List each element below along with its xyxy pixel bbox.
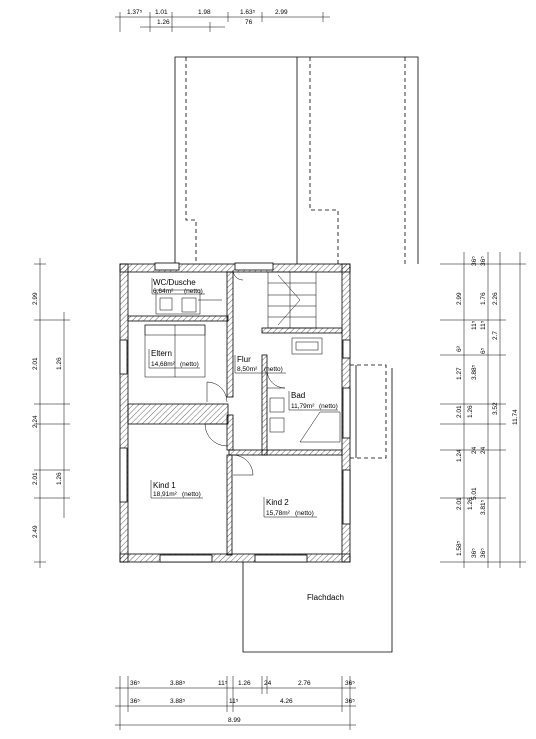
left-dim-5: 2.01 bbox=[32, 472, 39, 485]
right-dim-15: 36⁵ bbox=[471, 548, 478, 558]
bottom-dim-5: 24 bbox=[264, 680, 272, 687]
right-dim-5: 1.26 bbox=[467, 405, 474, 418]
right-dim-20: 24 bbox=[480, 446, 487, 454]
right-dim-12: 3.88⁵ bbox=[471, 364, 478, 380]
room-flur-area: 8,50m² bbox=[237, 366, 258, 373]
left-dim-3: 1.26 bbox=[56, 357, 63, 370]
bottom-dim-8: 36⁵ bbox=[130, 698, 140, 705]
room-eltern-name: Eltern bbox=[151, 349, 172, 358]
bad-fixtures bbox=[269, 337, 341, 443]
door-swings bbox=[204, 269, 286, 476]
room-wc-note: (netto) bbox=[184, 288, 203, 295]
bottom-dim-12: 36⁵ bbox=[345, 698, 355, 705]
right-dim-23: 2.26 bbox=[492, 292, 499, 305]
room-kind1-note: (netto) bbox=[182, 491, 201, 498]
bottom-dim-total: 8.99 bbox=[228, 717, 241, 724]
bottom-dim-2: 3.88⁵ bbox=[170, 680, 186, 687]
bottom-dimension-chain: 36⁵ 3.88⁵ 11⁵ 1.26 24 2.76 36⁵ 36⁵ 3.88⁵… bbox=[115, 676, 356, 730]
right-dim-6: 1.24 bbox=[456, 449, 463, 462]
bottom-dim-10: 11⁵ bbox=[229, 698, 239, 705]
room-bad-note: (netto) bbox=[319, 403, 338, 410]
right-dimension-chain: 2.99 1.27 6³ 2.01 1.26 1.24 2.01 1.26 1.… bbox=[440, 252, 526, 568]
left-dim-2: 2.01 bbox=[32, 357, 39, 370]
top-dim-3: 1.98 bbox=[198, 9, 211, 16]
right-dim-13: 24 bbox=[471, 446, 478, 454]
bottom-dim-4: 1.26 bbox=[238, 680, 251, 687]
bottom-dim-1: 36⁵ bbox=[130, 680, 140, 687]
top-dim-4: 1.63⁵ bbox=[240, 9, 256, 16]
room-kind2-note: (netto) bbox=[295, 510, 314, 517]
right-dim-19: 6⁵ bbox=[480, 347, 487, 354]
bottom-dim-11: 4.26 bbox=[280, 698, 293, 705]
left-dim-7: 2.49 bbox=[32, 525, 39, 538]
top-dim-6: 1.26 bbox=[157, 19, 170, 26]
left-dim-1: 2.99 bbox=[32, 292, 39, 305]
right-dim-8: 1.26 bbox=[467, 497, 474, 510]
flachdach-label: Flachdach bbox=[307, 593, 344, 602]
right-dim-10: 36⁵ bbox=[471, 256, 478, 266]
balcony bbox=[350, 364, 387, 459]
flat-roof: Flachdach bbox=[242, 368, 393, 653]
right-dim-9: 1.58⁵ bbox=[456, 540, 463, 556]
right-dim-25: 3.52 bbox=[492, 402, 499, 415]
room-flur-name: Flur bbox=[237, 355, 251, 364]
left-dim-6: 1.26 bbox=[56, 472, 63, 485]
room-bad-area: 11,79m² bbox=[291, 403, 315, 410]
right-dim-16: 36⁵ bbox=[480, 256, 487, 266]
room-kind2-name: Kind 2 bbox=[266, 498, 289, 507]
room-bad-name: Bad bbox=[291, 391, 305, 400]
left-dim-4: 2.24 bbox=[32, 415, 39, 428]
windows bbox=[119, 262, 351, 563]
room-kind2-area: 15,78m² bbox=[266, 510, 291, 517]
right-dim-14: 5.01 bbox=[471, 487, 478, 500]
room-labels: WC/Dusche 6,64m² (netto) Eltern 14,68m² … bbox=[148, 278, 338, 518]
top-dim-1: 1.37⁵ bbox=[127, 9, 143, 16]
right-dim-1: 2.99 bbox=[456, 292, 463, 305]
roof-outline bbox=[174, 56, 419, 264]
room-wc-area: 6,64m² bbox=[153, 288, 174, 295]
right-dim-4: 2.01 bbox=[456, 405, 463, 418]
wc-fixtures bbox=[155, 289, 222, 315]
top-dim-2: 1.01 bbox=[155, 9, 168, 16]
bed-eltern bbox=[144, 324, 206, 378]
left-dimension-chain: 2.99 2.01 1.26 2.24 2.01 1.26 2.49 bbox=[32, 258, 70, 568]
right-dim-7: 2.01 bbox=[456, 497, 463, 510]
right-dim-24: 2.7 bbox=[492, 331, 499, 340]
room-kind1-area: 18,91m² bbox=[153, 491, 178, 498]
stair bbox=[267, 271, 317, 329]
top-dim-5: 2.99 bbox=[275, 9, 288, 16]
top-dim-7: 76 bbox=[245, 19, 253, 26]
room-wc-name: WC/Dusche bbox=[153, 278, 196, 287]
top-dimension-chain: 1.37⁵ 1.01 1.98 1.63⁵ 2.99 1.26 76 bbox=[115, 9, 330, 32]
right-dim-3: 6³ bbox=[456, 345, 463, 352]
room-kind1-name: Kind 1 bbox=[153, 481, 176, 490]
bottom-dim-6: 2.76 bbox=[298, 680, 311, 687]
inner-walls bbox=[127, 271, 343, 556]
right-dim-total: 11.74 bbox=[512, 409, 519, 425]
right-dim-21: 3.81⁵ bbox=[480, 499, 487, 515]
right-dim-11: 11⁵ bbox=[471, 320, 478, 330]
right-dim-2: 1.27 bbox=[456, 367, 463, 380]
bottom-dim-7: 36⁵ bbox=[345, 680, 355, 687]
room-flur-note: (netto) bbox=[264, 366, 283, 373]
right-dim-17: 1.76 bbox=[480, 292, 487, 305]
bottom-dim-3: 11⁵ bbox=[218, 680, 228, 687]
room-eltern-area: 14,68m² bbox=[151, 361, 176, 368]
right-dim-18: 11⁵ bbox=[480, 320, 487, 330]
room-eltern-note: (netto) bbox=[180, 361, 199, 368]
right-dim-22: 36⁵ bbox=[480, 548, 487, 558]
bottom-dim-9: 3.88⁵ bbox=[170, 698, 186, 705]
